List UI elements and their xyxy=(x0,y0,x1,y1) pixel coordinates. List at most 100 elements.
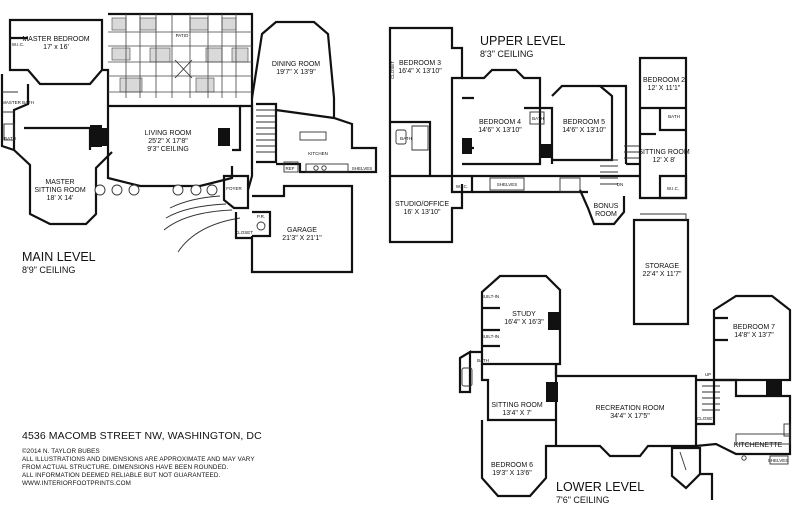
svg-text:9'3" CEILING: 9'3" CEILING xyxy=(147,146,189,153)
svg-text:12' X 8': 12' X 8' xyxy=(653,157,676,164)
upper-level-ceiling: 8'3" CEILING xyxy=(480,49,533,59)
room-bedroom7-dims: 14'8" X 13'7" xyxy=(734,332,774,339)
svg-text:KITCHENETTE: KITCHENETTE xyxy=(734,442,783,449)
main-level-plan xyxy=(0,12,378,274)
label-wic-master: W.I.C. xyxy=(12,42,24,47)
property-info: 4536 MACOMB STREET NW, WASHINGTON, DC ©2… xyxy=(22,430,322,488)
svg-text:LIVING ROOM: LIVING ROOM xyxy=(145,130,192,137)
svg-text:13'4" X 7': 13'4" X 7' xyxy=(502,410,531,417)
room-master-sitting-dims: 18' X 14' xyxy=(47,195,74,202)
copyright-line: ©2014 N. TAYLOR BUBES xyxy=(22,448,100,455)
upper-level-plan xyxy=(388,26,690,326)
room-bedroom4-name: BEDROOM 4 xyxy=(479,119,521,126)
room-studio-dims: 16' X 13'10" xyxy=(403,209,441,216)
room-recreation-name: RECREATION ROOM xyxy=(595,405,664,412)
svg-text:16' X 13'10": 16' X 13'10" xyxy=(403,209,441,216)
room-bedroom2-dims: 12' X 11'1" xyxy=(648,85,681,92)
svg-text:BEDROOM 3: BEDROOM 3 xyxy=(399,60,441,67)
room-master-sitting-name: MASTER xyxy=(45,179,74,186)
svg-text:19'3" X 13'6": 19'3" X 13'6" xyxy=(492,470,532,477)
disclaimer-line-2: FROM ACTUAL STRUCTURE. DIMENSIONS HAVE B… xyxy=(22,464,229,471)
svg-text:BEDROOM 6: BEDROOM 6 xyxy=(491,462,533,469)
svg-text:BEDROOM 4: BEDROOM 4 xyxy=(479,119,521,126)
svg-text:SITTING ROOM: SITTING ROOM xyxy=(34,187,86,194)
svg-text:25'2" X 17'8": 25'2" X 17'8" xyxy=(148,138,188,145)
label-closet-main: CLOSET xyxy=(235,230,253,235)
label-fp-main: FP xyxy=(100,129,106,134)
label-bath-upper3: BATH xyxy=(668,114,680,119)
label-fp-lower-study: FP xyxy=(551,319,557,324)
upper-level-labels: CLOSET BEDROOM 3 16'4" X 13'10" BATH W.I… xyxy=(390,34,690,278)
svg-text:SITTING ROOM: SITTING ROOM xyxy=(491,402,543,409)
label-dn-upper: DN xyxy=(617,182,624,187)
svg-text:21'3" X 21'1": 21'3" X 21'1" xyxy=(282,235,322,242)
room-bedroom4-dims: 14'6" X 13'10" xyxy=(478,127,522,134)
room-bedroom5-name: BEDROOM 5 xyxy=(563,119,605,126)
label-ref: REF xyxy=(286,166,295,171)
label-wic-upper: W.I.C. xyxy=(456,184,468,189)
label-shelves-lower: SHELVES xyxy=(768,458,788,463)
room-master-bedroom-dims: 17' x 16' xyxy=(43,44,69,51)
room-sitting-upper-name: SITTING ROOM xyxy=(638,149,690,156)
label-closet-lower: CLOSET xyxy=(697,416,715,421)
room-study-dims: 16'4" X 16'3" xyxy=(504,319,544,326)
room-garage-name: GARAGE xyxy=(287,227,317,234)
svg-text:BEDROOM 7: BEDROOM 7 xyxy=(733,324,775,331)
label-wic-upper2: W.I.C. xyxy=(667,186,679,191)
lower-level-title: LOWER LEVEL xyxy=(556,480,644,494)
svg-text:MASTER: MASTER xyxy=(45,179,74,186)
svg-text:22'4" X 11'7": 22'4" X 11'7" xyxy=(642,271,682,278)
svg-text:BEDROOM 5: BEDROOM 5 xyxy=(563,119,605,126)
room-master-sitting-name2: SITTING ROOM xyxy=(34,187,86,194)
room-sitting-lower-name: SITTING ROOM xyxy=(491,402,543,409)
room-bedroom7-name: BEDROOM 7 xyxy=(733,324,775,331)
room-bedroom6-dims: 19'3" X 13'6" xyxy=(492,470,532,477)
main-level-ceiling: 8'9" CEILING xyxy=(22,265,75,275)
label-bath-main: BATH xyxy=(4,136,16,141)
svg-text:34'4" X 17'5": 34'4" X 17'5" xyxy=(610,413,650,420)
room-bonus-name: BONUS xyxy=(594,203,619,210)
svg-text:17' x 16': 17' x 16' xyxy=(43,44,69,51)
svg-text:14'6" X 13'10": 14'6" X 13'10" xyxy=(562,127,606,134)
label-bath-upper2: BATH xyxy=(532,116,544,121)
svg-text:12' X 11'1": 12' X 11'1" xyxy=(648,85,681,92)
room-kitchen-name: KITCHEN xyxy=(308,151,328,156)
room-study-name: STUDY xyxy=(512,311,536,318)
svg-text:19'7" X 13'9": 19'7" X 13'9" xyxy=(276,69,316,76)
room-foyer-name: FOYER xyxy=(226,186,242,191)
room-garage-dims: 21'3" X 21'1" xyxy=(282,235,322,242)
label-bath-upper: BATH xyxy=(400,136,412,141)
disclaimer-line-3: ALL INFORMATION DEEMED RELIABLE BUT NOT … xyxy=(22,472,221,479)
room-dining-dims: 19'7" X 13'9" xyxy=(276,69,316,76)
room-recreation-dims: 34'4" X 17'5" xyxy=(610,413,650,420)
svg-text:BONUS: BONUS xyxy=(594,203,619,210)
room-patio-name: PATIO xyxy=(176,33,189,38)
room-studio-name: STUDIO/OFFICE xyxy=(395,201,449,208)
label-bath-lower: BATH xyxy=(477,358,489,363)
label-shelves-kitchen: SHELVES xyxy=(352,166,372,171)
svg-text:MASTER BEDROOM: MASTER BEDROOM xyxy=(22,36,89,43)
label-pr: P.R. xyxy=(257,214,265,219)
label-master-bath: MASTER BATH xyxy=(2,100,34,105)
svg-text:14'8" X 13'7": 14'8" X 13'7" xyxy=(734,332,774,339)
lower-level-plan xyxy=(458,274,792,500)
label-closet-upper: CLOSET xyxy=(390,61,395,79)
room-storage-dims: 22'4" X 11'7" xyxy=(642,271,682,278)
label-up-lower: UP xyxy=(705,372,711,377)
label-fp-lower: FP xyxy=(549,390,555,395)
room-bedroom3-name: BEDROOM 3 xyxy=(399,60,441,67)
terrace-planters xyxy=(94,184,218,196)
room-kitchenette-name: KITCHENETTE xyxy=(734,442,783,449)
room-storage-name: STORAGE xyxy=(645,263,679,270)
svg-text:GARAGE: GARAGE xyxy=(287,227,317,234)
label-built-in-1: BUILT-IN xyxy=(481,294,499,299)
label-built-in-2: BUILT-IN xyxy=(481,334,499,339)
upper-level-title: UPPER LEVEL xyxy=(480,34,566,48)
svg-text:16'4" X 16'3": 16'4" X 16'3" xyxy=(504,319,544,326)
svg-text:ROOM: ROOM xyxy=(595,211,617,218)
svg-text:STORAGE: STORAGE xyxy=(645,263,679,270)
room-bedroom3-dims: 16'4" X 13'10" xyxy=(398,68,442,75)
svg-text:16'4" X 13'10": 16'4" X 13'10" xyxy=(398,68,442,75)
room-dining-name: DINING ROOM xyxy=(272,61,320,68)
lower-level-ceiling: 7'6" CEILING xyxy=(556,495,609,505)
